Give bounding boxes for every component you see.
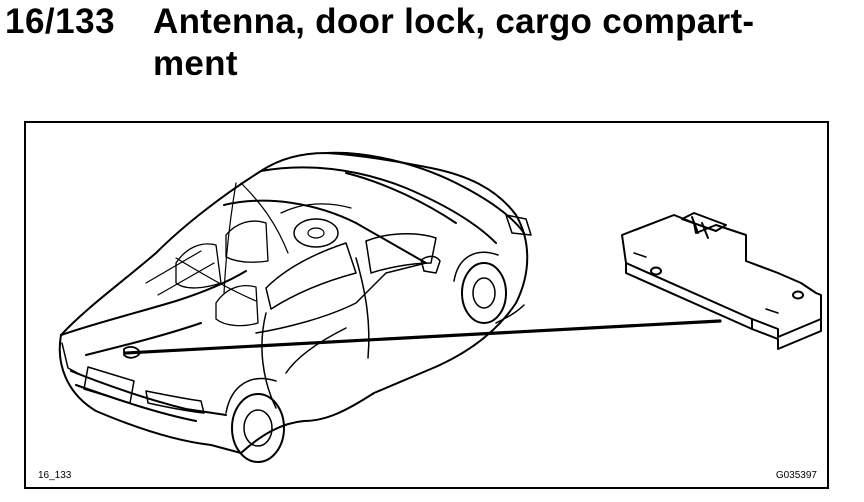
figure-reference-right: G035397 (775, 470, 817, 481)
antenna-module-icon (621, 212, 822, 350)
car-illustration-icon (58, 151, 532, 463)
section-title-line-1: Antenna, door lock, cargo compart- (153, 2, 755, 41)
illustration-frame: 16_133 G035397 (24, 121, 829, 489)
section-title-line-2: ment (153, 44, 238, 83)
leader-line (124, 319, 722, 355)
page-heading: 16/133 Antenna, door lock, cargo compart… (0, 0, 864, 90)
section-number: 16/133 (5, 2, 116, 41)
illustration-canvas (58, 151, 822, 463)
figure-reference-left: 16_133 (38, 470, 72, 481)
